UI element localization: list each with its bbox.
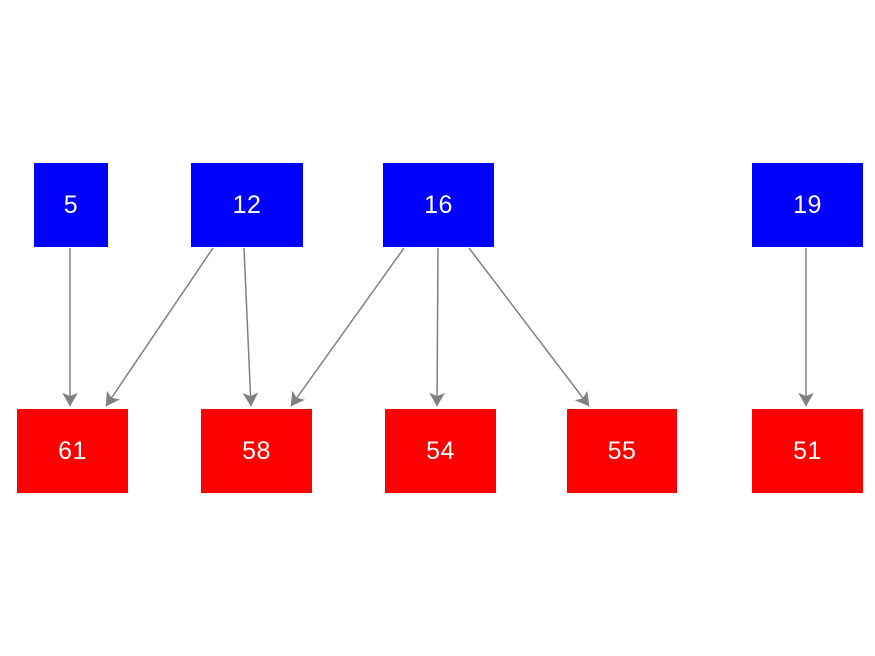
node-label: 61 — [58, 436, 87, 465]
node-top-1[interactable]: 5 — [34, 163, 108, 247]
node-label: 55 — [607, 436, 637, 465]
node-bottom-4[interactable]: 55 — [567, 409, 677, 493]
node-top-4[interactable]: 19 — [752, 163, 863, 247]
node-label: 5 — [63, 190, 79, 219]
node-label: 16 — [424, 190, 453, 219]
edge-16-to-54 — [429, 247, 445, 407]
node-top-2[interactable]: 12 — [191, 163, 303, 247]
edge-group — [62, 247, 814, 407]
edge-16-to-55 — [468, 247, 590, 407]
node-bottom-3[interactable]: 54 — [385, 409, 496, 493]
node-label: 54 — [426, 436, 455, 465]
edge-12-to-58 — [242, 247, 259, 407]
node-bottom-5[interactable]: 51 — [752, 409, 863, 493]
edge-16-to-58 — [290, 247, 405, 407]
node-label: 51 — [793, 436, 822, 465]
node-label: 58 — [242, 436, 271, 465]
node-label: 19 — [793, 190, 822, 219]
node-label: 12 — [232, 190, 262, 219]
node-bottom-1[interactable]: 61 — [17, 409, 128, 493]
node-bottom-2[interactable]: 58 — [201, 409, 312, 493]
edge-12-to-61 — [105, 247, 214, 407]
node-top-3[interactable]: 16 — [383, 163, 494, 247]
